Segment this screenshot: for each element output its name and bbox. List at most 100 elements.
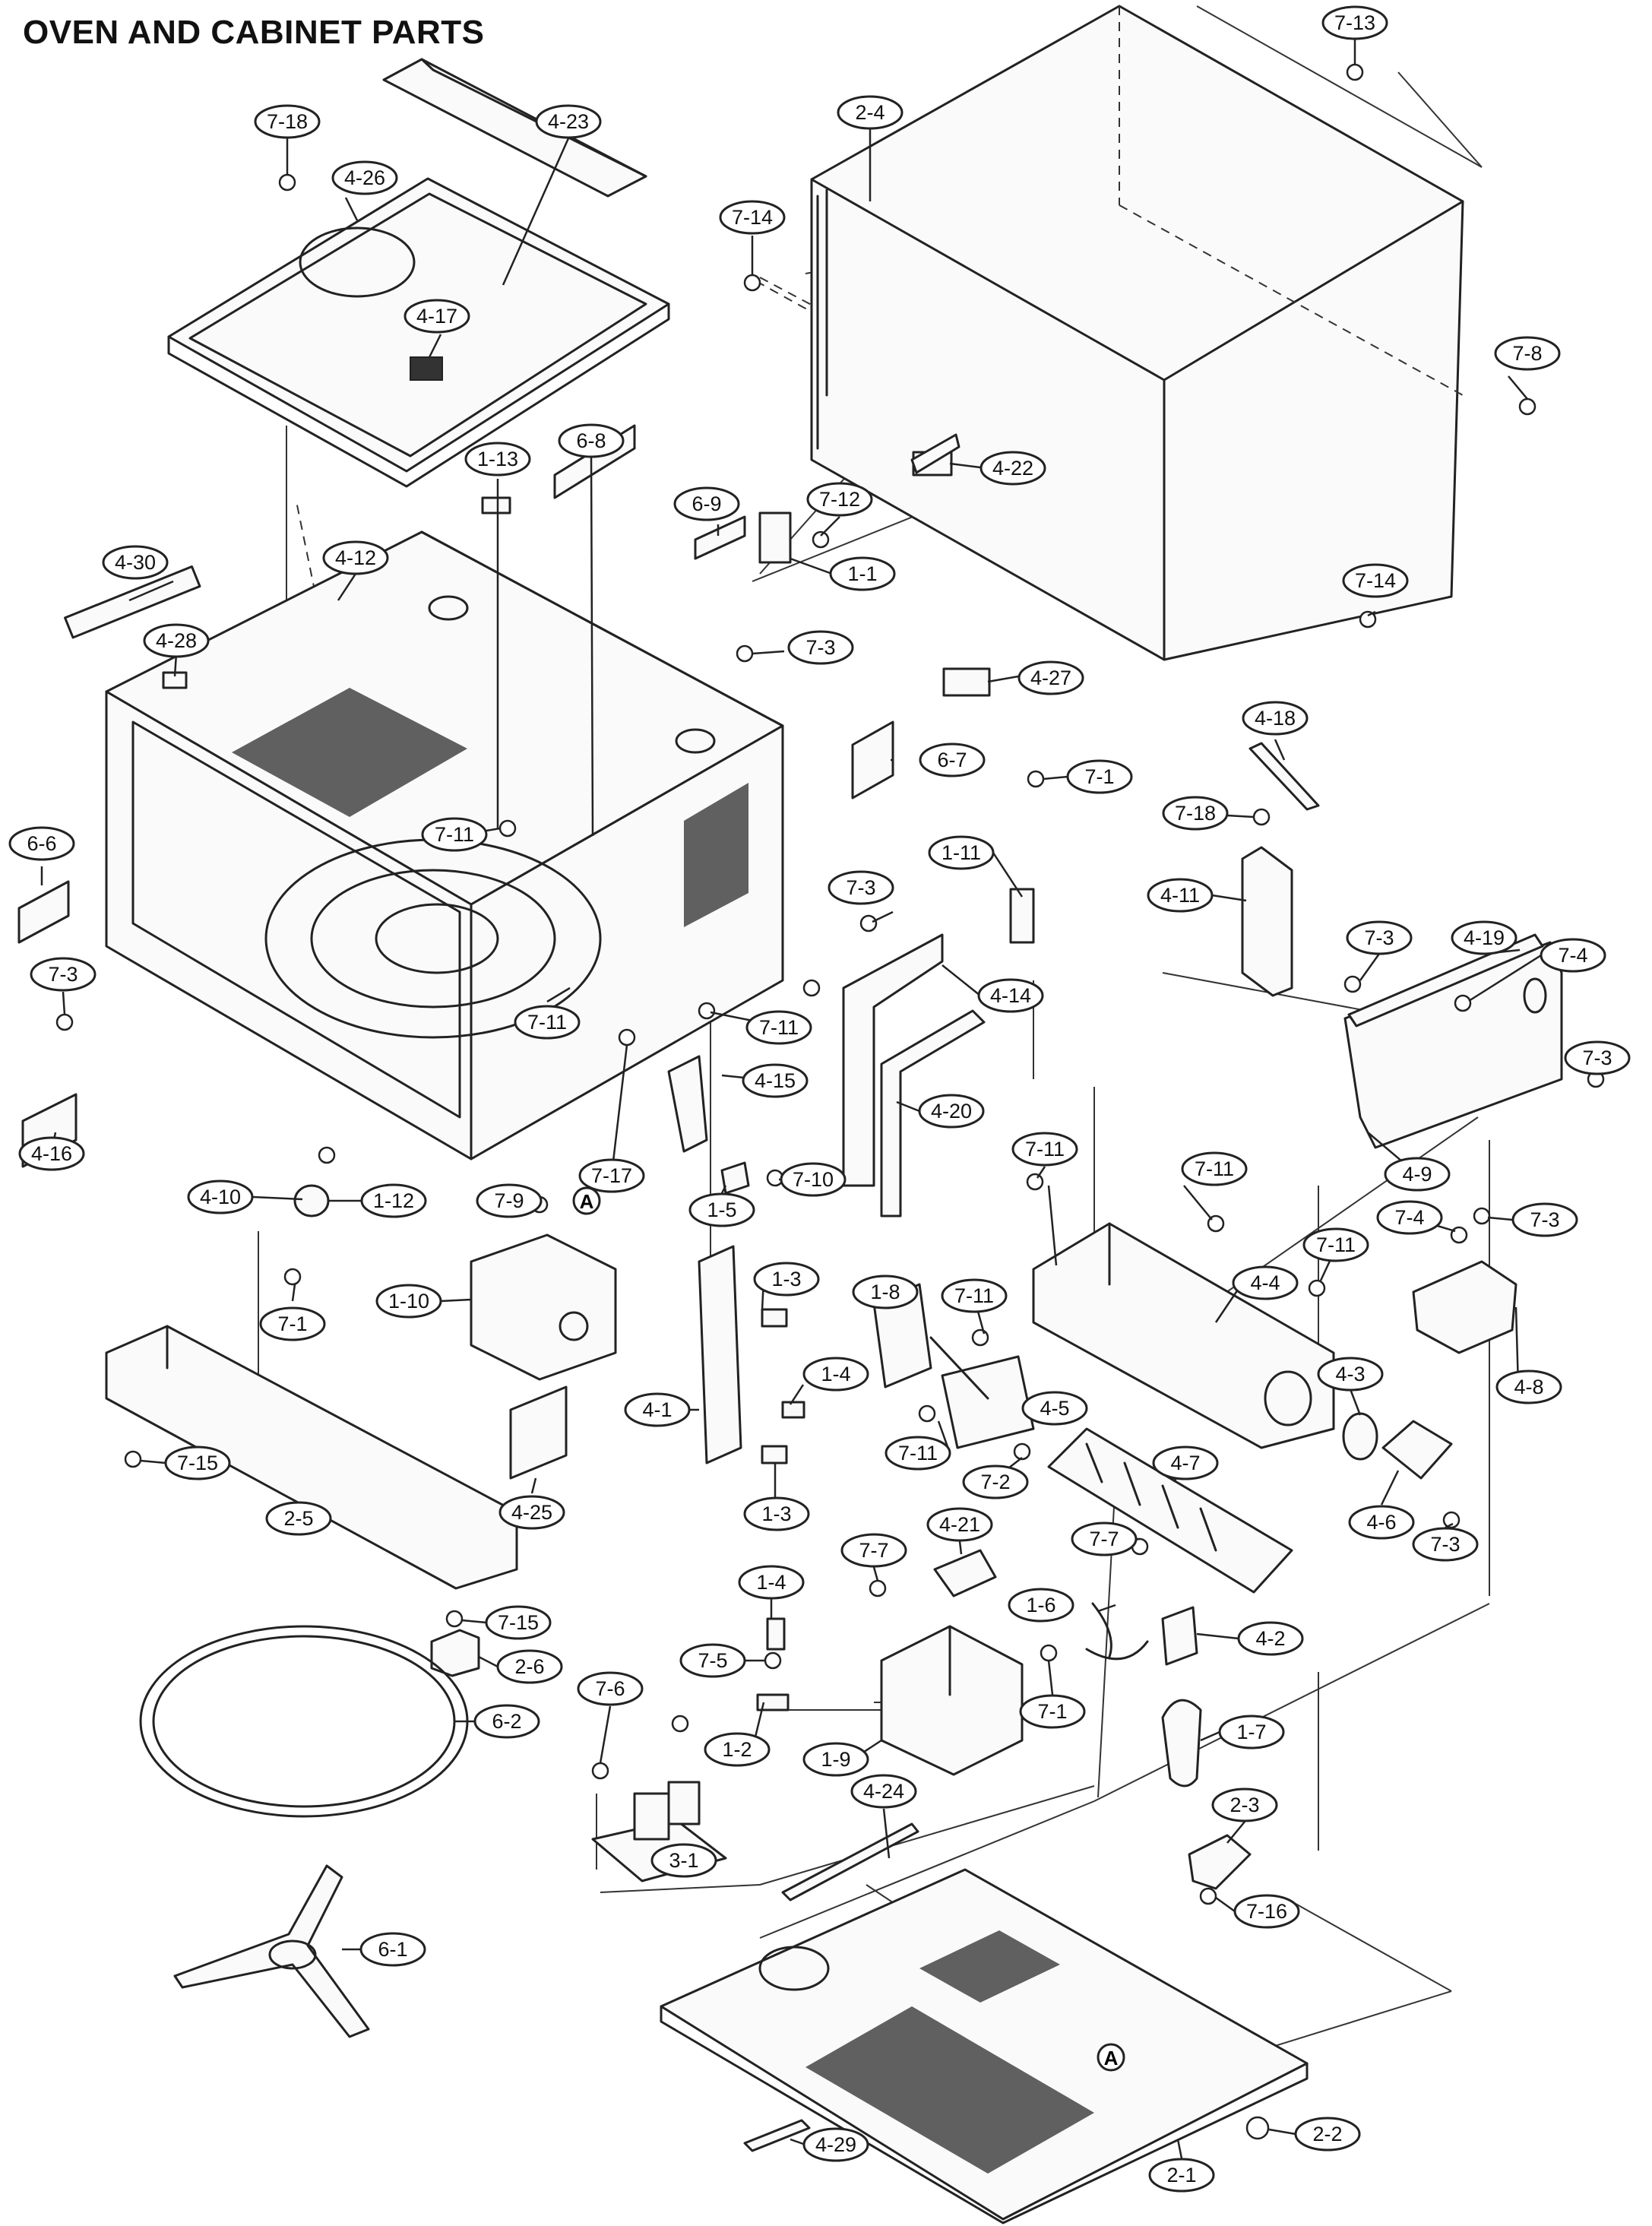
svg-text:4-5: 4-5 xyxy=(1040,1397,1069,1420)
svg-text:4-10: 4-10 xyxy=(200,1186,241,1208)
svg-text:7-3: 7-3 xyxy=(1582,1047,1612,1069)
callout-7-1: 7-1 xyxy=(1019,1694,1086,1729)
svg-text:4-16: 4-16 xyxy=(31,1142,72,1165)
callout-7-6: 7-6 xyxy=(577,1671,644,1706)
fan-mount xyxy=(1342,1412,1453,1480)
svg-text:2-2: 2-2 xyxy=(1312,2123,1342,2145)
svg-text:4-29: 4-29 xyxy=(815,2133,856,2156)
callout-4-7: 4-7 xyxy=(1152,1445,1219,1480)
svg-text:2-4: 2-4 xyxy=(855,101,885,124)
callout-7-11: 7-11 xyxy=(421,817,488,852)
svg-text:1-6: 1-6 xyxy=(1026,1594,1055,1616)
callout-4-24: 4-24 xyxy=(850,1774,917,1809)
svg-text:4-17: 4-17 xyxy=(416,305,457,328)
callout-4-14: 4-14 xyxy=(977,978,1044,1013)
svg-text:7-18: 7-18 xyxy=(267,110,308,133)
callout-2-5: 2-5 xyxy=(265,1501,332,1536)
svg-text:7-14: 7-14 xyxy=(732,206,773,229)
svg-text:4-12: 4-12 xyxy=(335,546,376,569)
callout-2-2: 2-2 xyxy=(1294,2117,1361,2152)
callout-7-18: 7-18 xyxy=(1162,796,1229,831)
latch-holder xyxy=(698,1245,742,1464)
blower-fan xyxy=(1047,1427,1293,1594)
diagram-title: OVEN AND CABINET PARTS xyxy=(23,14,485,51)
callout-4-6: 4-6 xyxy=(1348,1505,1415,1540)
svg-text:7-3: 7-3 xyxy=(805,636,835,659)
svg-text:7-4: 7-4 xyxy=(1558,944,1587,967)
callout-3-1: 3-1 xyxy=(650,1843,717,1878)
callout-4-21: 4-21 xyxy=(926,1507,993,1542)
svg-text:A: A xyxy=(1104,2047,1119,2069)
callout-1-2: 1-2 xyxy=(704,1732,771,1767)
callout-6-8: 6-8 xyxy=(558,423,625,458)
svg-text:2-6: 2-6 xyxy=(514,1655,544,1678)
callout-4-5: 4-5 xyxy=(1021,1391,1088,1426)
callout-4-11: 4-11 xyxy=(1147,878,1214,913)
svg-text:A: A xyxy=(580,1190,594,1213)
callout-4-4: 4-4 xyxy=(1232,1265,1299,1300)
front-foot xyxy=(430,1629,480,1677)
svg-text:4-25: 4-25 xyxy=(511,1501,552,1524)
callout-6-9: 6-9 xyxy=(673,486,740,521)
callout-7-17: 7-17 xyxy=(578,1158,645,1193)
callout-7-3: 7-3 xyxy=(1564,1040,1631,1075)
svg-text:6-8: 6-8 xyxy=(576,429,606,452)
svg-text:7-11: 7-11 xyxy=(759,1016,799,1039)
base-strips xyxy=(743,1822,919,2152)
svg-text:4-9: 4-9 xyxy=(1402,1163,1432,1186)
callout-4-19: 4-19 xyxy=(1451,920,1517,955)
svg-text:2-5: 2-5 xyxy=(283,1507,313,1530)
callout-7-3: 7-3 xyxy=(828,870,894,905)
screws xyxy=(55,63,1605,2140)
callout-7-9: 7-9 xyxy=(476,1183,543,1218)
svg-text:4-2: 4-2 xyxy=(1255,1627,1285,1650)
callout-1-5: 1-5 xyxy=(688,1192,755,1227)
svg-text:7-11: 7-11 xyxy=(527,1011,567,1034)
reference-markers: A A xyxy=(572,1186,1125,2072)
callout-4-20: 4-20 xyxy=(918,1094,985,1129)
callout-7-5: 7-5 xyxy=(679,1643,746,1678)
svg-text:7-15: 7-15 xyxy=(498,1611,539,1634)
callout-1-10: 1-10 xyxy=(375,1284,442,1319)
ref-marker-a-1: A xyxy=(572,1186,601,1215)
svg-text:7-11: 7-11 xyxy=(1025,1138,1065,1160)
callout-7-3: 7-3 xyxy=(1346,920,1413,955)
svg-text:7-13: 7-13 xyxy=(1334,11,1375,34)
callout-4-25: 4-25 xyxy=(498,1495,565,1530)
svg-text:7-1: 7-1 xyxy=(1037,1700,1067,1723)
callout-2-6: 2-6 xyxy=(496,1649,563,1684)
callout-7-8: 7-8 xyxy=(1494,336,1561,371)
callout-4-30: 4-30 xyxy=(102,545,169,580)
svg-text:7-17: 7-17 xyxy=(591,1164,632,1187)
bracket-plate xyxy=(1241,742,1320,997)
callout-4-17: 4-17 xyxy=(404,299,470,334)
svg-text:4-23: 4-23 xyxy=(548,110,589,133)
callout-6-1: 6-1 xyxy=(359,1932,426,1967)
callout-1-4: 1-4 xyxy=(738,1565,805,1600)
svg-text:4-4: 4-4 xyxy=(1250,1271,1280,1294)
callout-4-8: 4-8 xyxy=(1495,1369,1562,1404)
callout-7-1: 7-1 xyxy=(1066,759,1133,794)
svg-text:7-14: 7-14 xyxy=(1355,569,1396,592)
callout-1-3: 1-3 xyxy=(743,1496,810,1531)
callout-7-16: 7-16 xyxy=(1233,1894,1300,1929)
svg-text:4-8: 4-8 xyxy=(1514,1376,1543,1398)
svg-text:7-2: 7-2 xyxy=(980,1471,1010,1493)
svg-text:7-1: 7-1 xyxy=(277,1312,307,1335)
callout-7-4: 7-4 xyxy=(1376,1200,1443,1235)
svg-text:7-4: 7-4 xyxy=(1394,1206,1424,1229)
svg-text:1-7: 1-7 xyxy=(1236,1721,1266,1743)
callout-4-27: 4-27 xyxy=(1017,660,1084,695)
callout-7-11: 7-11 xyxy=(941,1278,1008,1313)
callout-7-3: 7-3 xyxy=(787,630,854,665)
top-strip xyxy=(382,58,647,198)
transformer-bracket xyxy=(933,1549,997,1597)
callout-7-7: 7-7 xyxy=(1071,1521,1138,1556)
callout-7-11: 7-11 xyxy=(514,1005,581,1040)
callout-1-7: 1-7 xyxy=(1218,1715,1285,1749)
callout-4-29: 4-29 xyxy=(802,2127,869,2162)
svg-text:4-19: 4-19 xyxy=(1464,926,1505,949)
callout-labels: 7-13 2-4 7-18 4-23 4-26 7-14 4-17 7-8 4-… xyxy=(8,5,1631,2193)
callout-7-11: 7-11 xyxy=(885,1436,951,1471)
